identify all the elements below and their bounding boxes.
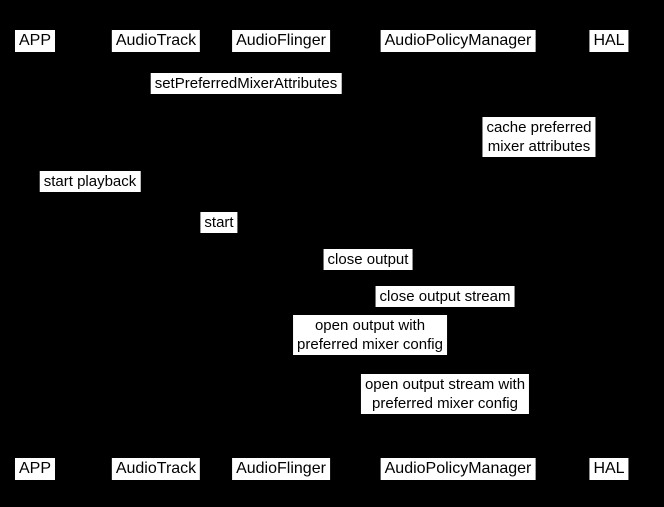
actor-top-audiopolicymanager: AudioPolicyManager [380,30,536,52]
message-close-output: close output [323,249,413,270]
actor-bottom-audiopolicymanager: AudioPolicyManager [380,458,536,480]
actor-top-app: APP [14,30,56,52]
actor-bottom-hal: HAL [589,458,629,480]
message-open-output-stream-preferred-config: open output stream with preferred mixer … [360,374,530,414]
actor-bottom-audiotrack: AudioTrack [111,458,201,480]
message-close-output-stream: close output stream [375,286,515,307]
message-start-playback: start playback [39,171,141,192]
message-cache-preferred-mixer-attributes: cache preferred mixer attributes [482,117,596,157]
actor-top-audioflinger: AudioFlinger [232,30,330,52]
message-start: start [200,212,238,233]
actor-bottom-app: APP [14,458,56,480]
actor-top-audiotrack: AudioTrack [111,30,201,52]
actor-top-hal: HAL [589,30,629,52]
message-set-preferred-mixer-attributes: setPreferredMixerAttributes [150,73,342,94]
message-open-output-with-preferred-config: open output with preferred mixer config [293,315,447,355]
actor-bottom-audioflinger: AudioFlinger [232,458,330,480]
